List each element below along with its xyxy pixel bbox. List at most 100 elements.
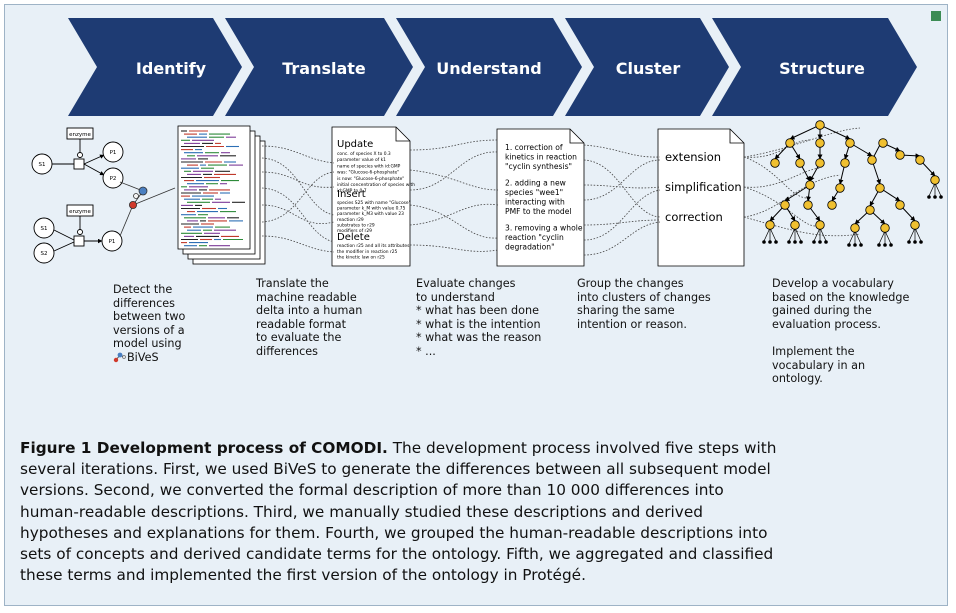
tree-edge xyxy=(769,227,777,242)
tree-edge xyxy=(914,227,922,242)
caption-line: The development process involved five st… xyxy=(387,439,777,457)
understand-line: "cyclin synthesis" xyxy=(505,162,572,171)
chevron-cluster xyxy=(565,18,729,116)
chevron-translate xyxy=(225,18,413,116)
tree-leaf xyxy=(793,240,797,244)
tree-edge xyxy=(789,124,821,140)
doc-text-line: name of species with id:GMP xyxy=(337,163,401,169)
species-label: P2 xyxy=(110,176,117,182)
description-line: gained during the xyxy=(772,304,872,318)
tree-leaf xyxy=(847,243,851,247)
understand-line: reaction "cyclin xyxy=(505,233,564,242)
structure-description: Develop a vocabulary based on the knowle… xyxy=(772,277,909,386)
tree-node xyxy=(867,155,877,165)
chevron-identify xyxy=(68,18,242,116)
doc-text-line: initial concentration of species with xyxy=(337,182,415,188)
description-line: to understand xyxy=(416,290,495,304)
description-line: * what has been done xyxy=(416,304,539,318)
xml-code-lines xyxy=(181,130,245,247)
species-node xyxy=(33,217,55,239)
tree-node xyxy=(930,175,940,185)
tree-node xyxy=(895,200,905,210)
understand-line: degradation" xyxy=(505,243,555,252)
description-line: * what is the intention xyxy=(416,317,541,331)
caption-label: Figure 1 Development process of COMODI. xyxy=(20,439,388,457)
tree-node xyxy=(803,200,813,210)
tree-node xyxy=(785,138,795,148)
description-line: model using xyxy=(113,337,182,351)
bives-logo xyxy=(119,181,176,237)
tree-node xyxy=(850,223,860,233)
update-heading: Update xyxy=(337,139,373,150)
doc-text-line: the kinetic law on r25 xyxy=(337,255,385,261)
bives-icon xyxy=(113,352,126,363)
cluster-label: correction xyxy=(665,210,723,224)
doc-text-line: id:GMP to 0.7 xyxy=(337,188,367,194)
tree-node xyxy=(910,220,920,230)
understand-line: interacting with xyxy=(505,198,565,207)
tree-edge xyxy=(763,227,771,242)
doc-text-line: reaction r29 xyxy=(337,217,364,223)
doc-text-line: the modifier in reaction r25 xyxy=(337,249,398,255)
tree-node xyxy=(915,155,925,165)
tree-leaf xyxy=(927,195,931,199)
tree-leaf xyxy=(812,240,816,244)
understand-description: Evaluate changes to understand * what ha… xyxy=(416,277,541,359)
modifier-dot xyxy=(77,152,83,158)
tree-leaf xyxy=(939,195,943,199)
tree-edge xyxy=(788,227,796,242)
tree-edge xyxy=(884,230,892,245)
species-label: S2 xyxy=(41,251,48,257)
description-line: * what was the reason xyxy=(416,331,542,345)
enzyme-label: enzyme xyxy=(69,209,91,215)
tree-node xyxy=(805,180,815,190)
description-line: * ... xyxy=(416,344,436,358)
cluster-label: simplification xyxy=(665,180,742,194)
description-line: sharing the same xyxy=(577,304,675,318)
tree-leaf xyxy=(933,195,937,199)
species-node xyxy=(101,230,123,252)
tree-edge xyxy=(848,230,856,245)
tree-node xyxy=(878,138,888,148)
process-chevrons: Identify Translate Understand Cluster St… xyxy=(68,18,917,116)
tree-edge xyxy=(908,227,916,242)
tree-node xyxy=(815,220,825,230)
description-line: Implement the xyxy=(772,344,855,358)
caption-line: these terms and implemented the first ve… xyxy=(20,566,586,585)
ontology-tree xyxy=(762,120,943,247)
tree-node xyxy=(895,150,905,160)
tree-node xyxy=(835,183,845,193)
tree-node xyxy=(770,158,780,168)
step-label: Understand xyxy=(436,59,541,78)
tree-leaf xyxy=(907,240,911,244)
doc-text-line: species S25 with name "Glucose" xyxy=(337,200,411,206)
connector-lines xyxy=(261,127,861,256)
description-line: intention or reason. xyxy=(577,317,687,331)
description-line: Detect the xyxy=(113,283,173,296)
understand-line: PMF to the model xyxy=(505,207,571,216)
reaction-box xyxy=(73,158,85,170)
tree-node xyxy=(765,220,775,230)
caption-line: human-readable descriptions. Third, we m… xyxy=(20,502,703,521)
tree-leaf xyxy=(913,240,917,244)
tree-node xyxy=(875,183,885,193)
reaction-box xyxy=(73,235,85,247)
description-line: delta into a human xyxy=(256,304,363,318)
step-label: Cluster xyxy=(616,59,681,78)
doc-text-line: parameter k_M with value 0.75 xyxy=(337,206,406,212)
tree-node xyxy=(795,158,805,168)
description-line: machine readable xyxy=(256,290,357,304)
description-line: vocabulary in an xyxy=(772,358,866,372)
tree-node xyxy=(865,205,875,215)
enzyme-label: enzyme xyxy=(69,132,91,138)
tree-leaf xyxy=(859,243,863,247)
step-label: Structure xyxy=(779,59,865,78)
description-line: Translate the xyxy=(256,277,329,290)
description-line: to evaluate the xyxy=(256,331,342,345)
tree-leaf xyxy=(818,240,822,244)
cluster-description: Group the changes into clusters of chang… xyxy=(577,277,711,331)
figure-caption: Figure 1 Development process of COMODI. … xyxy=(20,438,940,586)
model-versions: enzyme S1 P1 P2 enzyme S1 S2 P1 xyxy=(31,127,124,264)
